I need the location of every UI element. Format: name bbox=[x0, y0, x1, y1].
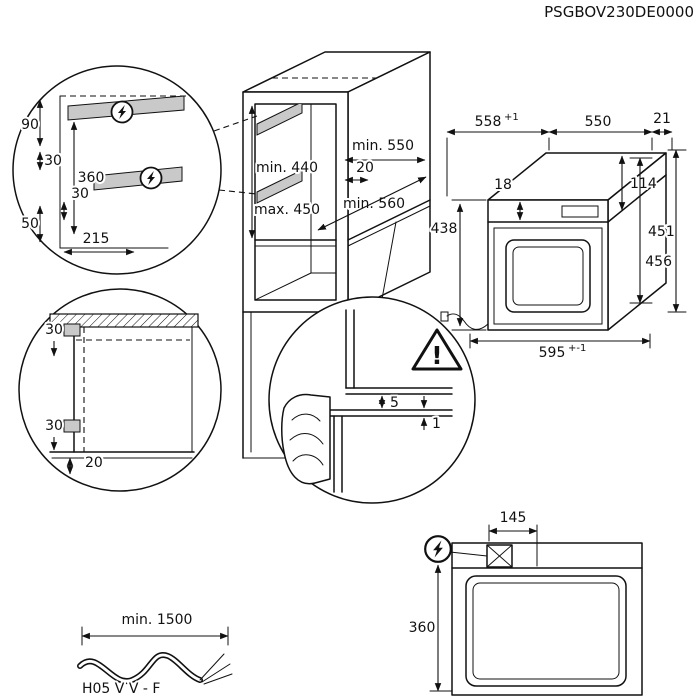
detail-circle bbox=[12, 65, 222, 275]
power-plug bbox=[440, 311, 449, 322]
dim-label-min-550: min. 550 bbox=[352, 138, 414, 154]
dim-label-451: 451 bbox=[648, 224, 675, 240]
bracket-position-upper bbox=[63, 323, 81, 337]
wood-panel-section bbox=[281, 393, 331, 485]
power-connection-icon bbox=[110, 100, 134, 124]
dim-label-1: 1 bbox=[432, 416, 441, 432]
detail-leader-lines bbox=[213, 115, 258, 195]
warning-icon: ! bbox=[411, 328, 463, 371]
dim-label-max-450: max. 450 bbox=[254, 202, 320, 218]
bracket-detail-view: 90 30 360 30 50 215 bbox=[12, 65, 222, 275]
dim-label-30-bottom: 30 bbox=[45, 418, 63, 434]
dim-label-min-1500: min. 1500 bbox=[122, 612, 193, 628]
dim-label-min-440: min. 440 bbox=[256, 160, 318, 176]
dim-label-30-top: 30 bbox=[44, 153, 62, 169]
dim-label-min-560: min. 560 bbox=[343, 196, 405, 212]
dim-label-90: 90 bbox=[21, 117, 39, 133]
oven-door bbox=[493, 227, 603, 325]
cable-drawing: min. 1500 H05 V V - F bbox=[77, 610, 233, 699]
dim-label-5: 5 bbox=[390, 395, 399, 411]
power-connection-icon bbox=[139, 166, 163, 190]
dim-label-360: 360 bbox=[78, 170, 105, 186]
dim-label-215: 215 bbox=[83, 231, 110, 247]
power-connection-icon bbox=[424, 535, 452, 563]
dim-label-20: 20 bbox=[356, 160, 374, 176]
dim-label-50: 50 bbox=[21, 216, 39, 232]
power-cord bbox=[446, 313, 489, 330]
dim-label-558-tolerance: +1 bbox=[504, 112, 519, 123]
dim-label-145: 145 bbox=[500, 510, 527, 526]
dim-label-20: 20 bbox=[85, 455, 103, 471]
display-panel bbox=[561, 205, 599, 218]
mounting-rail-in-niche-upper bbox=[256, 104, 303, 136]
dim-label-360: 360 bbox=[409, 620, 436, 636]
dim-label-30-top: 30 bbox=[45, 322, 63, 338]
bracket-position-lower bbox=[63, 419, 81, 433]
door-window bbox=[505, 239, 591, 313]
mounting-rail-in-niche-lower bbox=[256, 169, 303, 204]
plan-view: 145 360 bbox=[407, 508, 643, 696]
document-code: PSGBOV230DE0000 bbox=[544, 3, 694, 21]
shelf-edge-detail-view: 5 1 ! bbox=[268, 296, 476, 504]
warning-exclamation: ! bbox=[431, 341, 442, 370]
dim-label-558: 558 bbox=[475, 114, 502, 130]
dim-label-550: 550 bbox=[585, 114, 612, 130]
dim-label-438: 438 bbox=[431, 221, 458, 237]
dim-label-595: 595 bbox=[539, 345, 566, 361]
cabinet-drawing: min. 440 max. 450 min. 550 20 min. 560 bbox=[242, 51, 431, 459]
cable-type-label: H05 V V - F bbox=[82, 681, 160, 697]
dim-label-595-tolerance: +-1 bbox=[568, 343, 586, 354]
dim-label-456: 456 bbox=[645, 254, 672, 270]
oven-drawing: 558 +1 550 21 18 114 438 451 456 595 +-1 bbox=[429, 109, 687, 363]
dim-label-21: 21 bbox=[653, 111, 671, 127]
dim-label-30-bottom: 30 bbox=[71, 186, 89, 202]
side-panel-detail-view: 30 30 20 bbox=[18, 288, 222, 492]
top-panel-section bbox=[49, 313, 199, 328]
dim-label-18: 18 bbox=[494, 177, 512, 193]
dim-label-114: 114 bbox=[630, 176, 657, 192]
leader-to-edge-detail bbox=[379, 221, 397, 311]
